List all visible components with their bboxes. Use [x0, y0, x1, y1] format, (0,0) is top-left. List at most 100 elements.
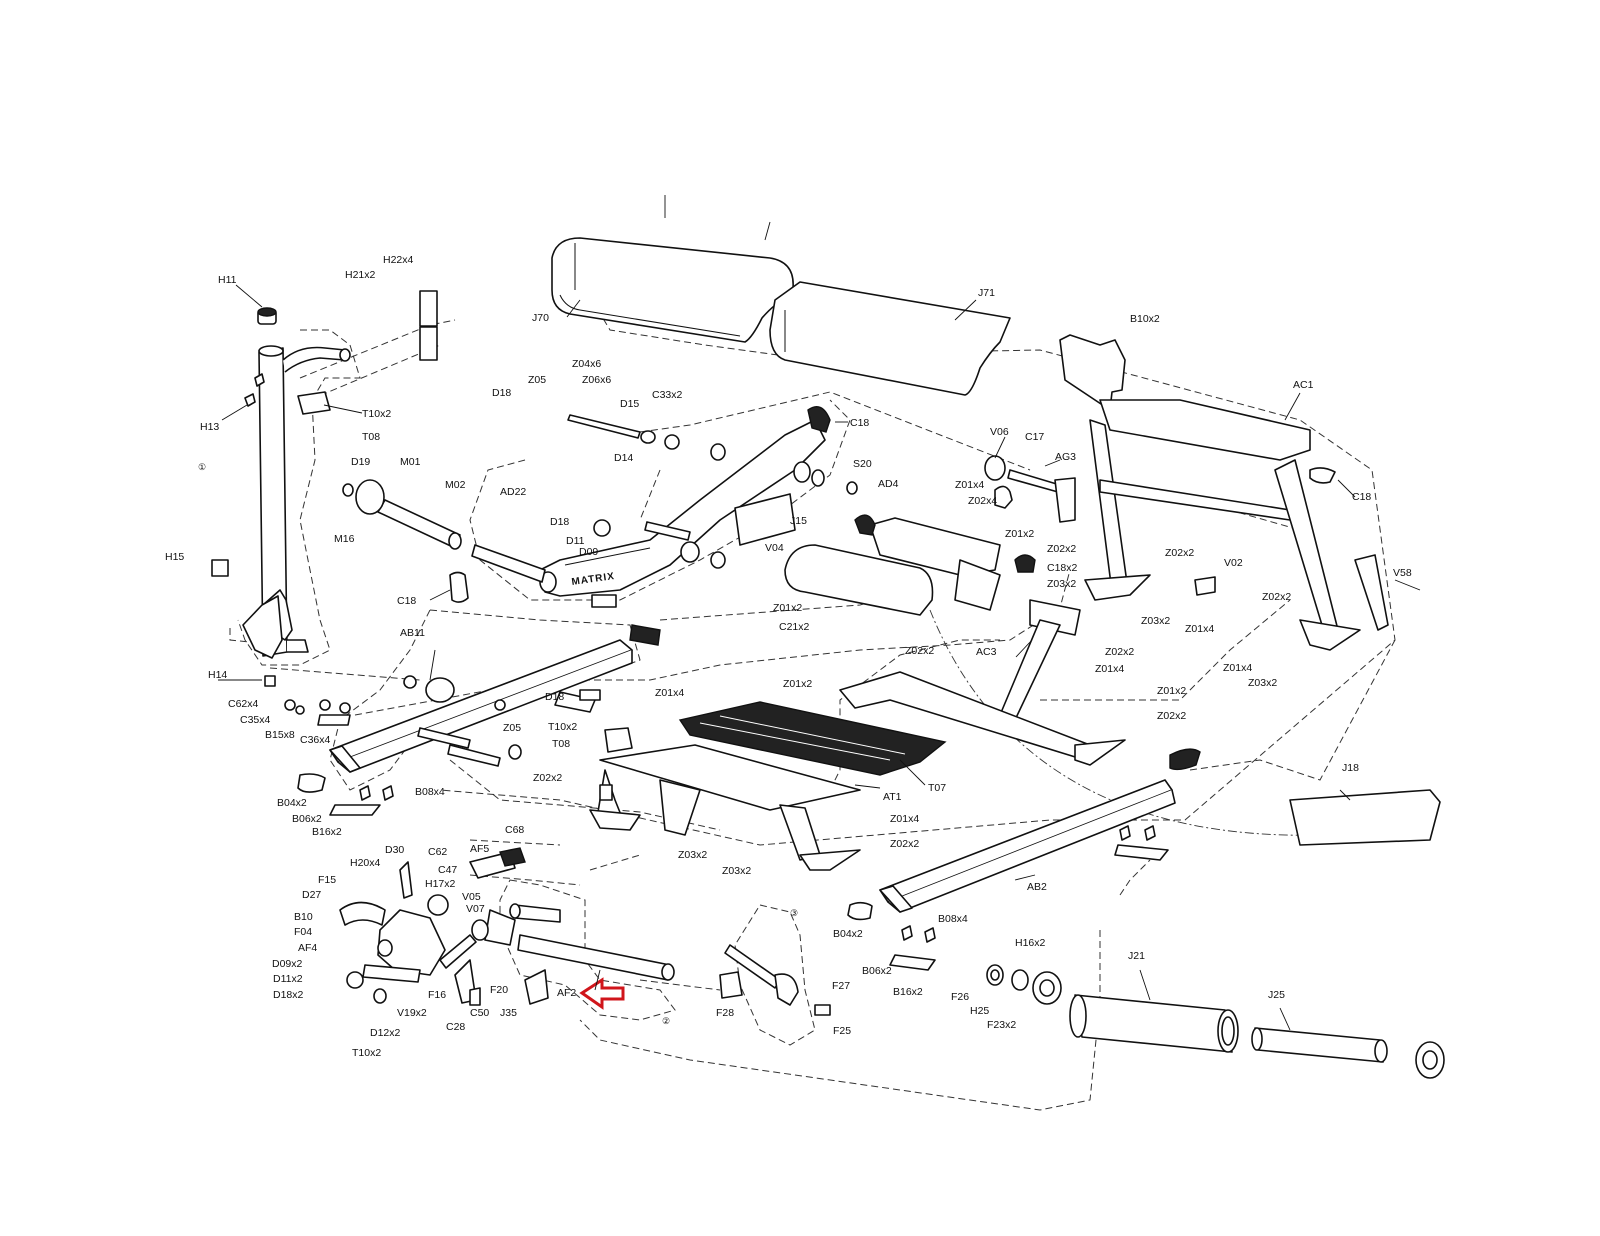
frame-AB2	[847, 748, 1441, 921]
label-Z03x2-a: Z03x2	[1047, 578, 1076, 590]
label-C62x4: C62x4	[228, 698, 259, 710]
label-J25: J25	[1268, 989, 1285, 1001]
label-F04: F04	[294, 926, 312, 938]
label-T10x2-b: T10x2	[548, 721, 577, 733]
label-V19x2: V19x2	[397, 1007, 427, 1019]
label-M01: M01	[400, 456, 421, 468]
label-D18-a: D18	[492, 387, 511, 399]
label-Z01x4-d: Z01x4	[1223, 662, 1252, 674]
label-AB2: AB2	[1027, 881, 1047, 893]
label-Z03x2-d: Z03x2	[678, 849, 707, 861]
frame-AC3-base	[839, 671, 1126, 766]
label-D30: D30	[385, 844, 404, 856]
label-AF4: AF4	[298, 942, 317, 954]
label-B08x4-b: B08x4	[938, 913, 968, 925]
label-D19: D19	[351, 456, 370, 468]
label-H25: H25	[970, 1005, 989, 1017]
label-Z01x2-b: Z01x2	[773, 602, 802, 614]
label-C68: C68	[505, 824, 524, 836]
label-C50: C50	[470, 1007, 489, 1019]
label-F26: F26	[951, 991, 969, 1003]
leader-lines	[218, 284, 1421, 1031]
label-B16x2-a: B16x2	[312, 826, 342, 838]
label-J35: J35	[500, 1007, 517, 1019]
rollers	[986, 964, 1445, 1079]
label-AB11: AB11	[400, 627, 425, 639]
group-marker-3: ③	[790, 908, 798, 918]
label-H11: H11	[218, 274, 237, 286]
label-J71: J71	[978, 287, 995, 299]
label-AF5: AF5	[470, 843, 489, 855]
label-T07: T07	[928, 782, 946, 794]
frame-AB11	[284, 624, 661, 816]
label-B06x2-a: B06x2	[292, 813, 322, 825]
label-H16x2: H16x2	[1015, 937, 1046, 949]
label-F15: F15	[318, 874, 336, 886]
label-J15: J15	[790, 515, 807, 527]
label-Z01x4-e: Z01x4	[655, 687, 684, 699]
label-AT1: AT1	[883, 791, 902, 803]
label-B04x2-a: B04x2	[277, 797, 307, 809]
label-F28: F28	[716, 1007, 734, 1019]
label-AC3: AC3	[976, 646, 997, 658]
label-V02: V02	[1224, 557, 1243, 569]
label-T08-b: T08	[552, 738, 570, 750]
label-C21x2: C21x2	[779, 621, 810, 633]
label-Z02x2-h: Z02x2	[890, 838, 919, 850]
label-C62: C62	[428, 846, 447, 858]
label-H22x4: H22x4	[383, 254, 414, 266]
group-markers: ① ② ③	[198, 462, 798, 1026]
label-D14: D14	[614, 452, 633, 464]
label-Z01x4-c: Z01x4	[1095, 663, 1124, 675]
label-B10x2: B10x2	[1130, 313, 1160, 325]
part-labels: H22x4 H21x2 H11 H13 H15 H14 T10x2 T08 J7…	[165, 254, 1412, 1059]
label-Z02x2-d: Z02x2	[1105, 646, 1134, 658]
label-Z03x2-c: Z03x2	[1248, 677, 1277, 689]
label-Z01x4-b: Z01x4	[1185, 623, 1214, 635]
label-Z01x4-f: Z01x4	[890, 813, 919, 825]
label-Z03x2-e: Z03x2	[722, 865, 751, 877]
label-V58: V58	[1393, 567, 1412, 579]
label-Z01x4-a: Z01x4	[955, 479, 984, 491]
label-Z01x2-a: Z01x2	[1005, 528, 1034, 540]
label-J18: J18	[1342, 762, 1359, 774]
label-C36x4: C36x4	[300, 734, 331, 746]
label-AD4: AD4	[878, 478, 899, 490]
label-C33x2: C33x2	[652, 389, 683, 401]
label-AC1: AC1	[1293, 379, 1314, 391]
label-C47: C47	[438, 864, 457, 876]
label-B04x2-b: B04x2	[833, 928, 863, 940]
label-T10x2-a: T10x2	[362, 408, 391, 420]
label-C17: C17	[1025, 431, 1044, 443]
label-Z02x2-a: Z02x2	[1047, 543, 1076, 555]
label-C18-c: C18	[397, 595, 416, 607]
label-C35x4: C35x4	[240, 714, 271, 726]
label-H15: H15	[165, 551, 184, 563]
label-Z03x2-b: Z03x2	[1141, 615, 1170, 627]
label-J21: J21	[1128, 950, 1145, 962]
label-B15x8: B15x8	[265, 729, 295, 741]
label-D18x2: D18x2	[273, 989, 304, 1001]
group-marker-1: ①	[198, 462, 206, 472]
label-Z05-a: Z05	[528, 374, 546, 386]
label-V04: V04	[765, 542, 784, 554]
highlight-arrow	[579, 977, 625, 1010]
label-Z05-b: Z05	[503, 722, 521, 734]
label-Z04x6: Z04x6	[572, 358, 601, 370]
label-D09x2: D09x2	[272, 958, 303, 970]
label-S20: S20	[853, 458, 872, 470]
label-Z02x2-f: Z02x2	[1157, 710, 1186, 722]
label-V07: V07	[466, 903, 485, 915]
label-D15: D15	[620, 398, 639, 410]
mechanism-AF4	[339, 847, 831, 1016]
label-B10: B10	[294, 911, 313, 923]
label-H20x4: H20x4	[350, 857, 381, 869]
frame-AC1	[1059, 334, 1389, 651]
label-D11: D11	[566, 535, 585, 547]
label-B08x4-a: B08x4	[415, 786, 445, 798]
label-H14: H14	[208, 669, 227, 681]
label-D11x2: D11x2	[273, 973, 303, 985]
label-B06x2-b: B06x2	[862, 965, 892, 977]
label-Z02x4: Z02x4	[968, 495, 997, 507]
label-AD22: AD22	[500, 486, 526, 498]
